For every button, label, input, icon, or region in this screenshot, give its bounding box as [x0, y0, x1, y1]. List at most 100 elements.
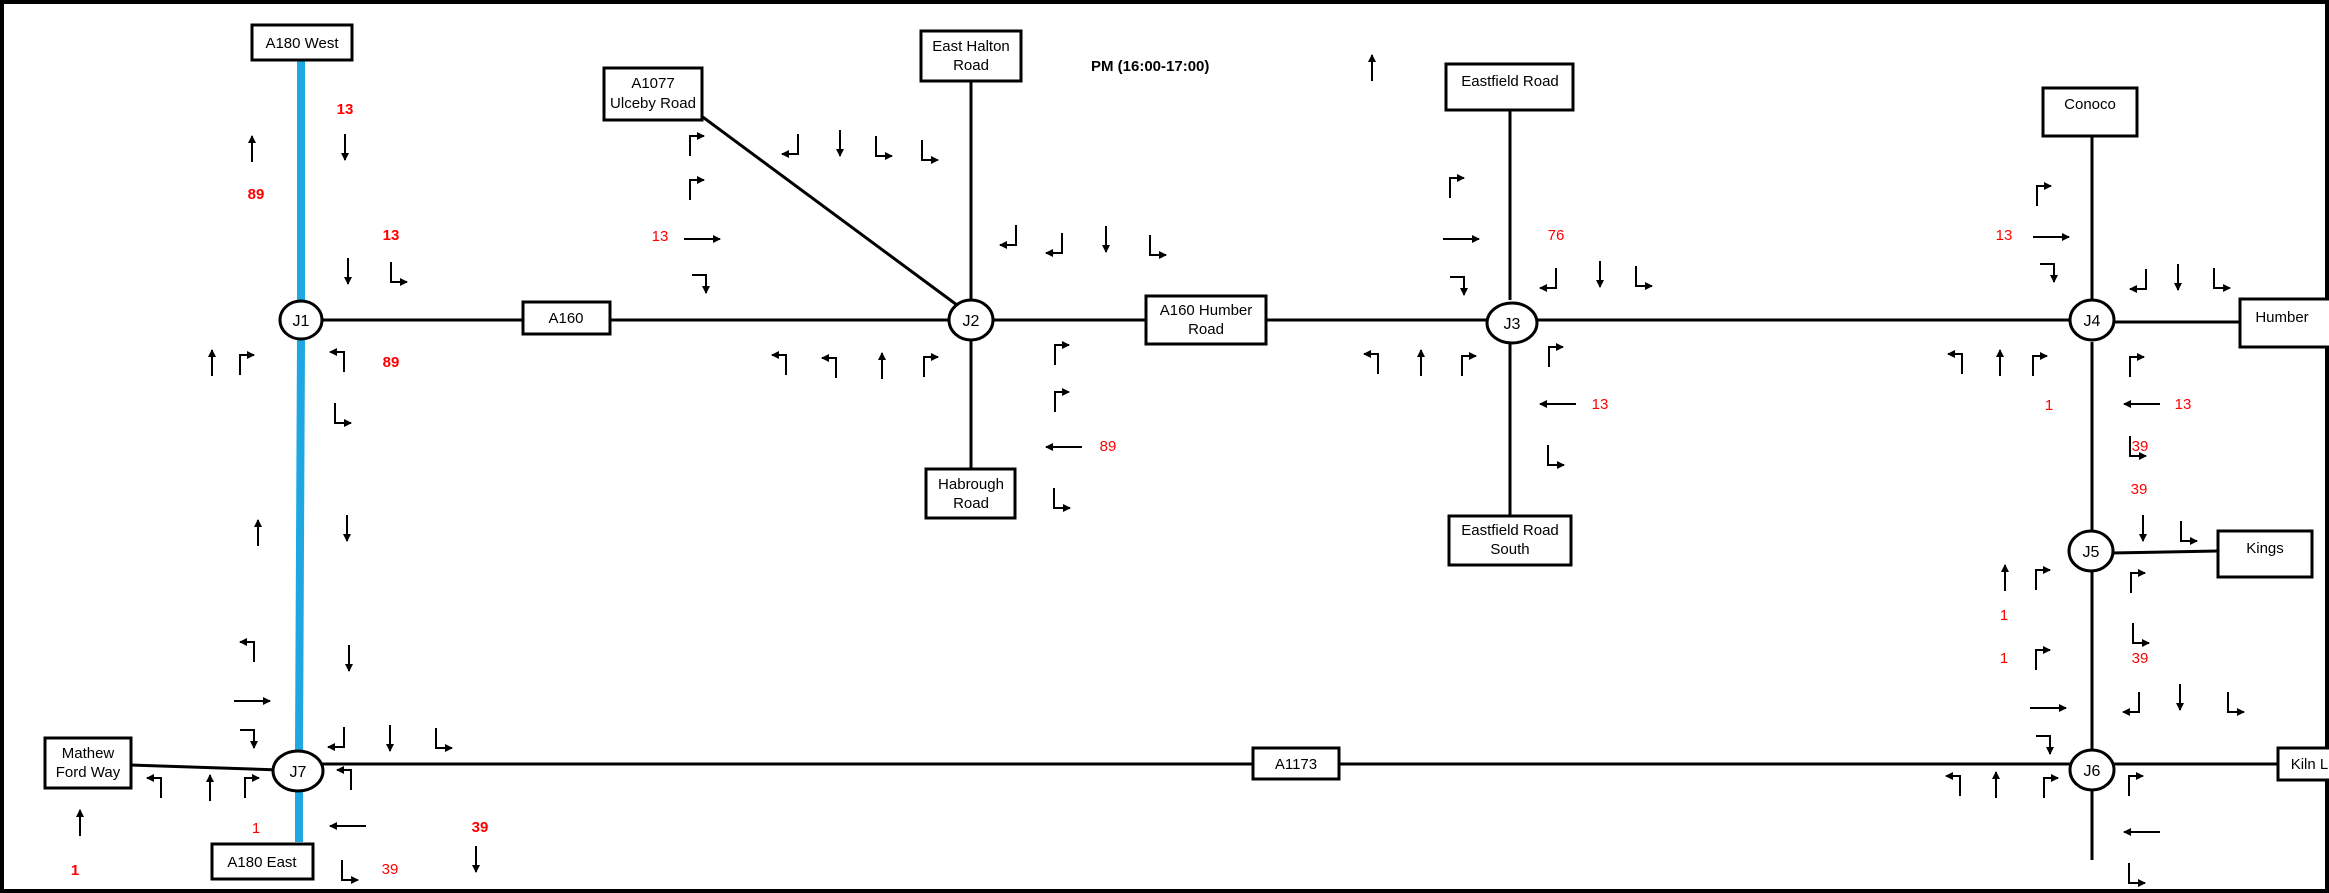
svg-text:South: South — [1490, 541, 1529, 558]
flow-value: 39 — [2132, 650, 2149, 667]
turn-arrow — [2129, 269, 2147, 293]
turn-arrow — [336, 766, 352, 790]
flow-value: 76 — [1548, 227, 1565, 244]
turn-arrow — [327, 727, 345, 751]
turn-arrow — [244, 774, 260, 798]
turn-arrow — [2043, 774, 2059, 798]
turn-arrow — [240, 729, 258, 749]
label-conoco: Conoco — [2041, 86, 2139, 138]
turn-arrow — [2036, 182, 2052, 206]
turn-arrow — [2213, 268, 2231, 292]
turn-arrow — [435, 728, 453, 752]
svg-text:A160: A160 — [548, 310, 583, 327]
turning-arrows — [76, 54, 2245, 887]
flow-value: 89 — [248, 186, 265, 203]
flow-value: 39 — [472, 819, 489, 836]
turn-arrow — [1363, 350, 1379, 374]
junction-label-j1: J1 — [293, 313, 310, 330]
turn-arrow — [781, 134, 799, 158]
junction-j6: J6 — [2068, 748, 2116, 792]
flow-value: 1 — [71, 862, 79, 879]
label-a180-east: A180 East — [210, 842, 315, 881]
svg-text:Ulceby Road: Ulceby Road — [610, 95, 696, 112]
turn-arrow — [2130, 569, 2146, 593]
svg-text:Road: Road — [953, 57, 989, 74]
turn-arrow — [2036, 735, 2054, 755]
turn-arrow — [1054, 388, 1070, 412]
junction-label-j4: J4 — [2084, 313, 2101, 330]
turn-arrow — [1449, 174, 1465, 198]
svg-text:A180 West: A180 West — [265, 35, 339, 52]
flow-value: 1 — [2045, 397, 2053, 414]
svg-text:Kings: Kings — [2246, 540, 2284, 557]
svg-text:A160 Humber: A160 Humber — [1160, 302, 1253, 319]
turn-arrow — [390, 262, 408, 286]
junction-j3: J3 — [1485, 301, 1539, 345]
junction-label-j2: J2 — [963, 313, 980, 330]
flow-value: 13 — [1996, 227, 2013, 244]
turn-arrow — [239, 638, 255, 662]
turn-arrow — [1548, 343, 1564, 367]
junction-label-j7: J7 — [290, 764, 307, 781]
svg-text:A1077: A1077 — [631, 75, 674, 92]
turn-arrow — [821, 354, 837, 378]
flow-value: 13 — [652, 228, 669, 245]
junction-label-j6: J6 — [2084, 763, 2101, 780]
turn-arrow — [2128, 863, 2146, 887]
turn-arrow — [1054, 341, 1070, 365]
turn-arrow — [923, 353, 939, 377]
flow-value: 39 — [2131, 481, 2148, 498]
turn-arrow — [1149, 235, 1167, 259]
flow-value: 1 — [252, 820, 260, 837]
label-a180-west: A180 West — [250, 23, 354, 62]
a180-road-south — [295, 339, 305, 753]
junction-j4: J4 — [2068, 298, 2116, 342]
flow-value: 13 — [2175, 396, 2192, 413]
label-eastfield: Eastfield Road — [1444, 62, 1575, 112]
svg-text:Conoco: Conoco — [2064, 96, 2116, 113]
turn-arrow — [1547, 445, 1565, 469]
turn-arrow — [334, 403, 352, 427]
turn-arrow — [329, 348, 345, 372]
turn-arrow — [692, 274, 710, 294]
svg-text:Eastfield Road: Eastfield Road — [1461, 73, 1559, 90]
svg-text:Eastfield Road: Eastfield Road — [1461, 522, 1559, 539]
turn-arrow — [771, 351, 787, 375]
turn-arrow — [2035, 646, 2051, 670]
junction-j2: J2 — [947, 298, 995, 342]
junction-label-j5: J5 — [2083, 544, 2100, 561]
turn-arrow — [146, 774, 162, 798]
svg-text:Kiln Lane: Kiln Lane — [2291, 756, 2329, 773]
turn-arrow — [2132, 623, 2150, 647]
turn-arrow — [1947, 350, 1963, 374]
turn-arrow — [1045, 233, 1063, 257]
svg-text:A1173: A1173 — [1275, 756, 1317, 773]
flow-value: 13 — [383, 227, 400, 244]
label-a1173: A1173 — [1251, 746, 1341, 781]
svg-text:Humber: Humber — [2255, 309, 2308, 326]
turn-arrow — [1945, 772, 1961, 796]
road-mathew — [129, 763, 281, 772]
svg-text:Ford Way: Ford Way — [56, 764, 121, 781]
svg-text:Mathew: Mathew — [62, 745, 115, 762]
turn-arrow — [689, 132, 705, 156]
turn-arrow — [1635, 266, 1653, 290]
flow-value: 39 — [2132, 438, 2149, 455]
turn-arrow — [2180, 521, 2198, 545]
flow-value: 89 — [383, 354, 400, 371]
label-kiln-lane: Kiln Lane — [2276, 746, 2329, 782]
turn-arrow — [1461, 352, 1477, 376]
flow-value: 89 — [1100, 438, 1117, 455]
junction-label-j3: J3 — [1504, 316, 1521, 333]
junction-j1: J1 — [278, 299, 324, 341]
turn-arrow — [239, 351, 255, 375]
turn-arrow — [2129, 436, 2147, 460]
road-a1077 — [699, 113, 958, 307]
flow-value: 1 — [2000, 650, 2008, 667]
turn-arrow — [2128, 772, 2144, 796]
